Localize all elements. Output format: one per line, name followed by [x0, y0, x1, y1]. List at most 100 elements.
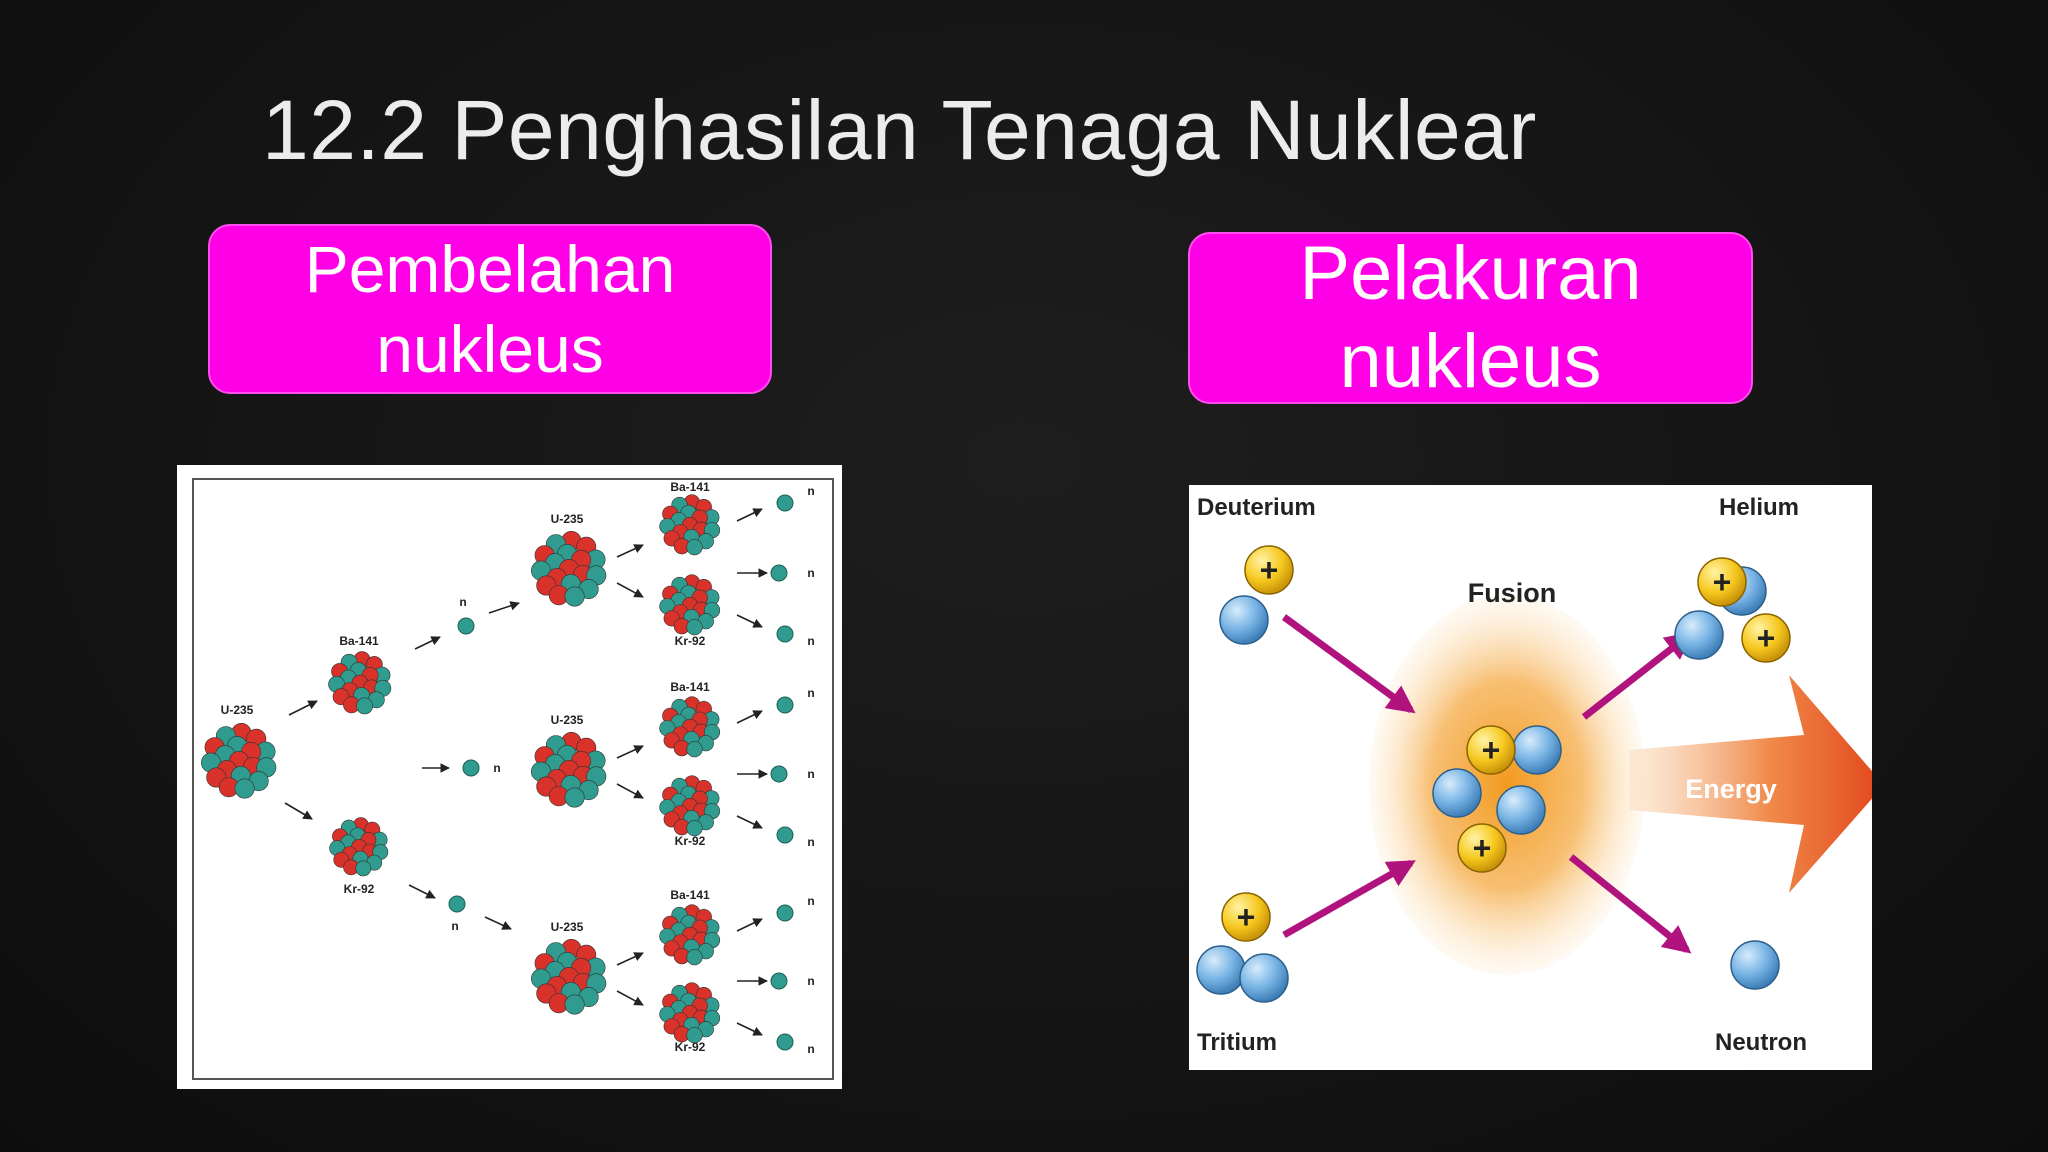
neutron-ball: [356, 697, 374, 715]
fusing-proton-1: [1466, 725, 1516, 775]
neutron-ball: [234, 778, 255, 799]
neutron-ball: [564, 994, 585, 1015]
neutron-ball: [564, 586, 585, 607]
neutron-ball: [686, 949, 703, 966]
fission-label-box: Pembelahan nukleus: [208, 224, 772, 394]
fusing-neutron-3: [1496, 785, 1546, 835]
fission-nuclide-label: n: [459, 595, 466, 609]
fission-diagram: U-235Ba-141Kr-92nnnU-235Ba-141Kr-92nnnU-…: [192, 478, 834, 1080]
fission-nuclide-label: U-235: [551, 920, 584, 934]
fusing-proton-2: [1457, 823, 1507, 873]
u235-second-gen-nucleus: [530, 531, 607, 607]
free-neutron: [776, 494, 794, 512]
ba141-product-nucleus: [659, 904, 721, 966]
tritium-label: Tritium: [1197, 1029, 1277, 1056]
fusing-neutron-1: [1432, 768, 1482, 818]
fission-label-line2: nukleus: [376, 312, 604, 386]
free-neutron: [462, 759, 480, 777]
neutron-ball: [564, 787, 585, 808]
energy-arrow-icon: [1629, 675, 1872, 893]
reaction-arrow: [616, 952, 644, 966]
fusion-label-line2: nukleus: [1339, 319, 1602, 404]
fission-nuclide-label: U-235: [221, 703, 254, 717]
kr92-nucleus: [329, 817, 389, 877]
plus-icon: +: [1260, 552, 1279, 588]
kr92-product-nucleus: [659, 775, 721, 837]
free-neutron: [776, 696, 794, 714]
neutron-ball: [686, 820, 703, 837]
reaction-arrow: [488, 601, 520, 614]
ba141-product-nucleus: [659, 696, 721, 758]
fission-nuclide-label: n: [493, 761, 500, 775]
free-neutron: [776, 1033, 794, 1051]
fusion-glow: [1369, 595, 1645, 975]
fission-arrows-layer: [284, 508, 768, 1036]
fusion-diagram: Energy + + + + +: [1196, 494, 1872, 1056]
fission-nuclide-label: n: [807, 767, 814, 781]
reaction-arrow: [736, 710, 763, 724]
fission-nuclide-label: n: [807, 1042, 814, 1056]
free-neutron: [776, 904, 794, 922]
free-neutron: [448, 895, 466, 913]
energy-label: Energy: [1685, 774, 1777, 804]
u235-second-gen-nucleus: [530, 938, 607, 1015]
fusing-nucleus: + +: [1432, 725, 1562, 873]
helium-arrow: [1581, 631, 1694, 720]
free-neutron: [776, 826, 794, 844]
helium-label: Helium: [1719, 494, 1799, 521]
free-neutron: [770, 564, 788, 582]
tritium-neutron-1: [1196, 945, 1246, 995]
helium-nucleus: + +: [1674, 557, 1791, 663]
deuterium-neutron: [1219, 595, 1269, 645]
reaction-arrow: [616, 745, 644, 759]
slide-title: 12.2 Penghasilan Tenaga Nuklear: [262, 83, 1537, 177]
fission-nuclide-label: U-235: [551, 512, 584, 526]
fission-nuclide-label: Kr-92: [675, 1040, 706, 1054]
deuterium-arrow: [1281, 614, 1416, 714]
fission-nuclide-label: Kr-92: [344, 882, 375, 896]
reaction-arrow: [736, 815, 763, 829]
fission-nuclide-label: Kr-92: [675, 634, 706, 648]
reaction-arrow: [616, 544, 644, 558]
reaction-arrow: [284, 802, 313, 820]
neutron-ball: [686, 1027, 703, 1044]
fusion-diagram-panel: Energy + + + + +: [1189, 485, 1872, 1070]
released-neutron: [1730, 940, 1780, 990]
reaction-arrow: [616, 990, 644, 1006]
reaction-arrow: [616, 783, 644, 799]
u235-second-gen-nucleus: [530, 731, 607, 808]
fusion-label-line1: Pelakuran: [1299, 231, 1642, 316]
reaction-arrow: [484, 916, 512, 930]
reaction-arrow: [616, 582, 644, 598]
reaction-arrow: [414, 636, 441, 650]
fission-frame: [192, 478, 834, 1080]
fission-nuclide-label: n: [807, 835, 814, 849]
fission-nuclide-label: Ba-141: [670, 680, 710, 694]
plus-icon: +: [1757, 620, 1776, 656]
neutron-arrow: [1568, 854, 1692, 954]
ba141-nucleus: [328, 651, 392, 715]
free-neutron: [457, 617, 475, 635]
neutron-ball: [686, 619, 703, 636]
fission-nuclide-label: n: [807, 634, 814, 648]
fission-nuclide-label: Kr-92: [675, 834, 706, 848]
reaction-arrow: [736, 614, 763, 628]
fission-nuclide-label: n: [807, 974, 814, 988]
helium-proton-1: [1697, 557, 1747, 607]
helium-proton-2: [1741, 613, 1791, 663]
fusion-label: Fusion: [1468, 578, 1557, 608]
helium-neutron-1: [1674, 610, 1724, 660]
kr92-product-nucleus: [659, 574, 721, 636]
plus-icon: +: [1237, 899, 1256, 935]
fission-nuclide-label: n: [807, 484, 814, 498]
free-neutron: [770, 972, 788, 990]
fusing-neutron-2: [1512, 725, 1562, 775]
reaction-arrow: [736, 918, 763, 932]
tritium-arrow: [1282, 859, 1416, 939]
fission-labels-layer: U-235Ba-141Kr-92nnnU-235Ba-141Kr-92nnnU-…: [221, 480, 815, 1056]
tritium-proton: [1221, 892, 1271, 942]
reaction-arrow: [288, 700, 318, 716]
reaction-arrow: [408, 884, 436, 899]
fission-nuclide-label: n: [807, 686, 814, 700]
